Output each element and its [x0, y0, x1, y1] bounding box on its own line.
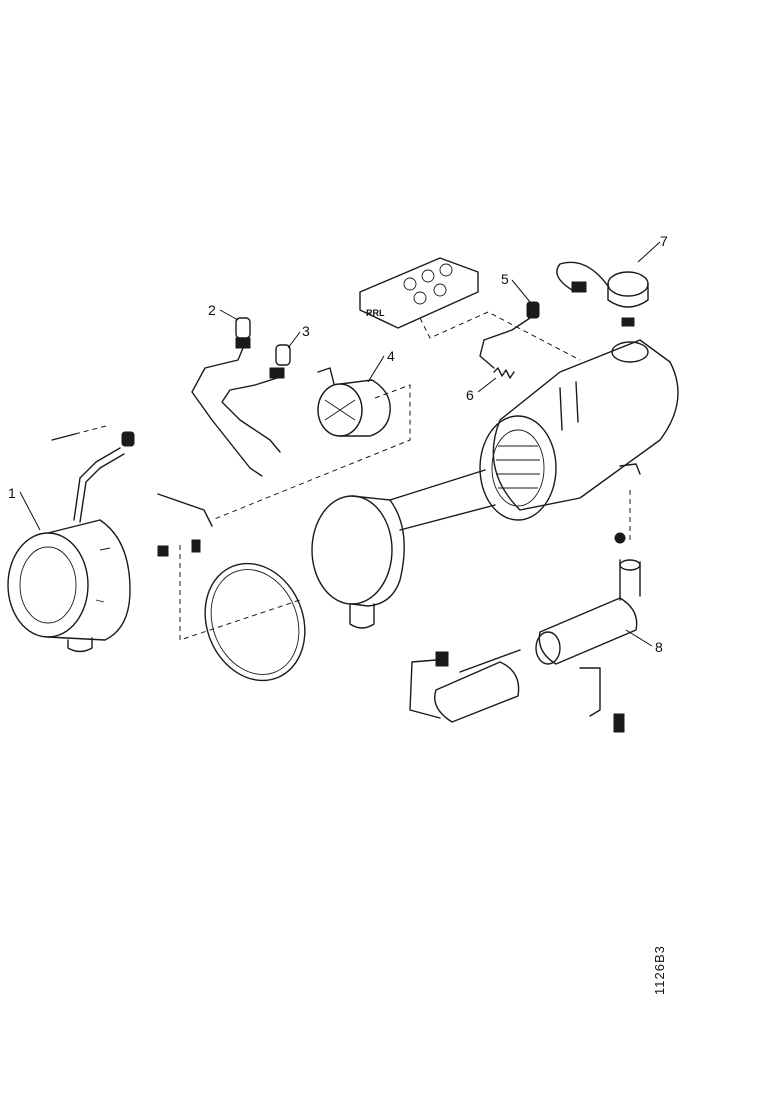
callout-3-upper: 3 — [287, 323, 310, 349]
part-4-motor-unit — [317, 367, 391, 437]
callout-8: 8 — [625, 629, 663, 655]
svg-text:RRL: RRL — [366, 308, 385, 318]
assembly-outline-5 — [419, 311, 581, 361]
part-3-sensor-harness — [221, 344, 291, 453]
part-6-spring — [493, 367, 515, 379]
part-2-sensor-harness — [191, 317, 263, 477]
assembly-outline-main — [179, 545, 301, 641]
bolt-part-1 — [51, 424, 111, 441]
callout-4: 4 — [367, 348, 395, 383]
svg-text:4: 4 — [387, 348, 395, 364]
fasteners — [157, 490, 631, 557]
assembly-outline-4 — [211, 384, 411, 521]
connecting-tube — [389, 469, 496, 531]
svg-text:6: 6 — [466, 387, 474, 403]
svg-text:7: 7 — [660, 233, 668, 249]
callout-7: 7 — [637, 233, 668, 263]
svg-text:8: 8 — [655, 639, 663, 655]
part-1-cylindrical-housing — [7, 431, 135, 653]
svg-text:2: 2 — [208, 302, 216, 318]
callout-2: 2 — [208, 302, 239, 321]
svg-text:5: 5 — [501, 271, 509, 287]
part-5-wire-lead — [479, 301, 540, 369]
callout-6: 6 — [466, 377, 497, 403]
svg-text:3: 3 — [302, 323, 310, 339]
part-8-pump-assembly — [409, 559, 641, 733]
document-number: 1126B3 — [652, 945, 667, 995]
main-heater-body — [479, 339, 679, 521]
callout-1: 1 — [8, 485, 41, 531]
flange-housing — [311, 495, 405, 629]
part-7-cap — [556, 261, 649, 327]
svg-text:1: 1 — [8, 485, 16, 501]
callout-5: 5 — [501, 271, 531, 303]
part-5-cover-plate: RRL — [359, 257, 479, 329]
seal-ring — [204, 562, 306, 682]
